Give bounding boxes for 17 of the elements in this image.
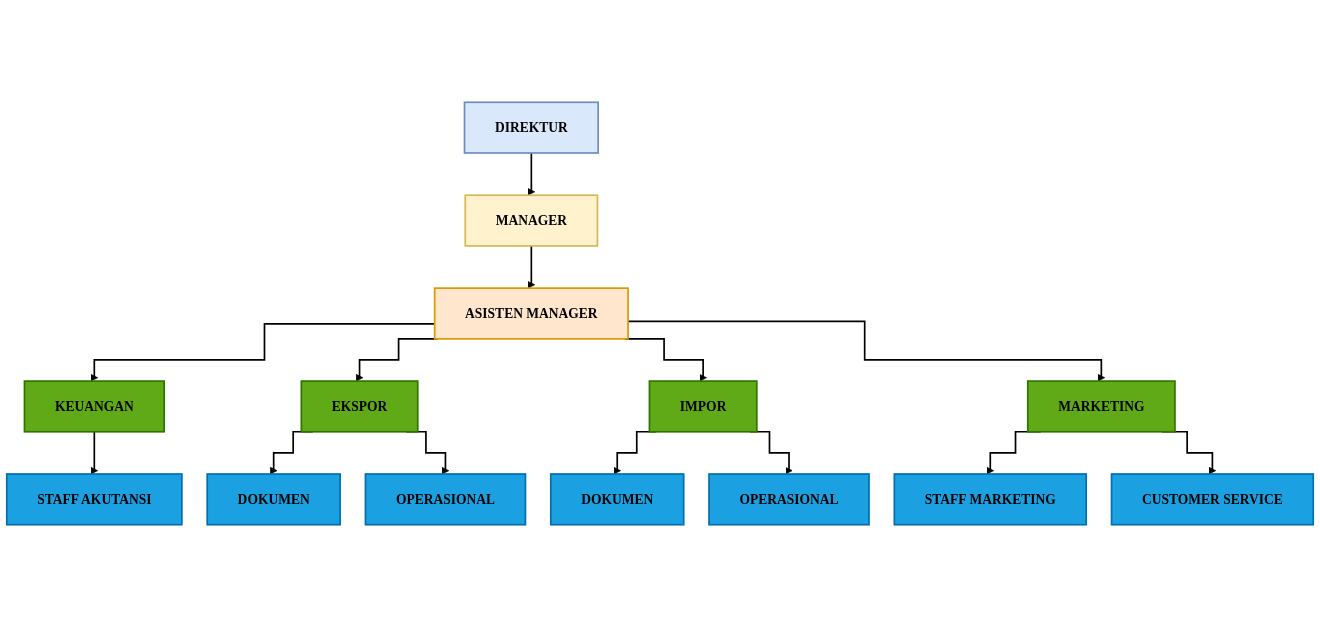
arrow <box>527 245 536 289</box>
node-box: DOKUMEN <box>549 473 685 526</box>
node-box: CUSTOMER SERVICE <box>1110 473 1315 526</box>
arrow <box>90 430 99 475</box>
arrow <box>527 152 536 196</box>
node-box: STAFF MARKETING <box>893 473 1088 526</box>
node-box: ASISTEN MANAGER <box>433 287 629 340</box>
node-box: OPERASIONAL <box>708 473 870 526</box>
node-box: STAFF AKUTANSI <box>5 473 183 526</box>
node-box: MARKETING <box>1026 380 1176 433</box>
node-box: DOKUMEN <box>206 473 341 526</box>
node-box: MANAGER <box>464 194 599 247</box>
node-box: IMPOR <box>648 380 758 433</box>
node-box: KEUANGAN <box>23 380 165 433</box>
node-box: DIREKTUR <box>463 101 600 154</box>
node-box: EKSPOR <box>300 380 419 433</box>
node-box: OPERASIONAL <box>364 473 527 526</box>
